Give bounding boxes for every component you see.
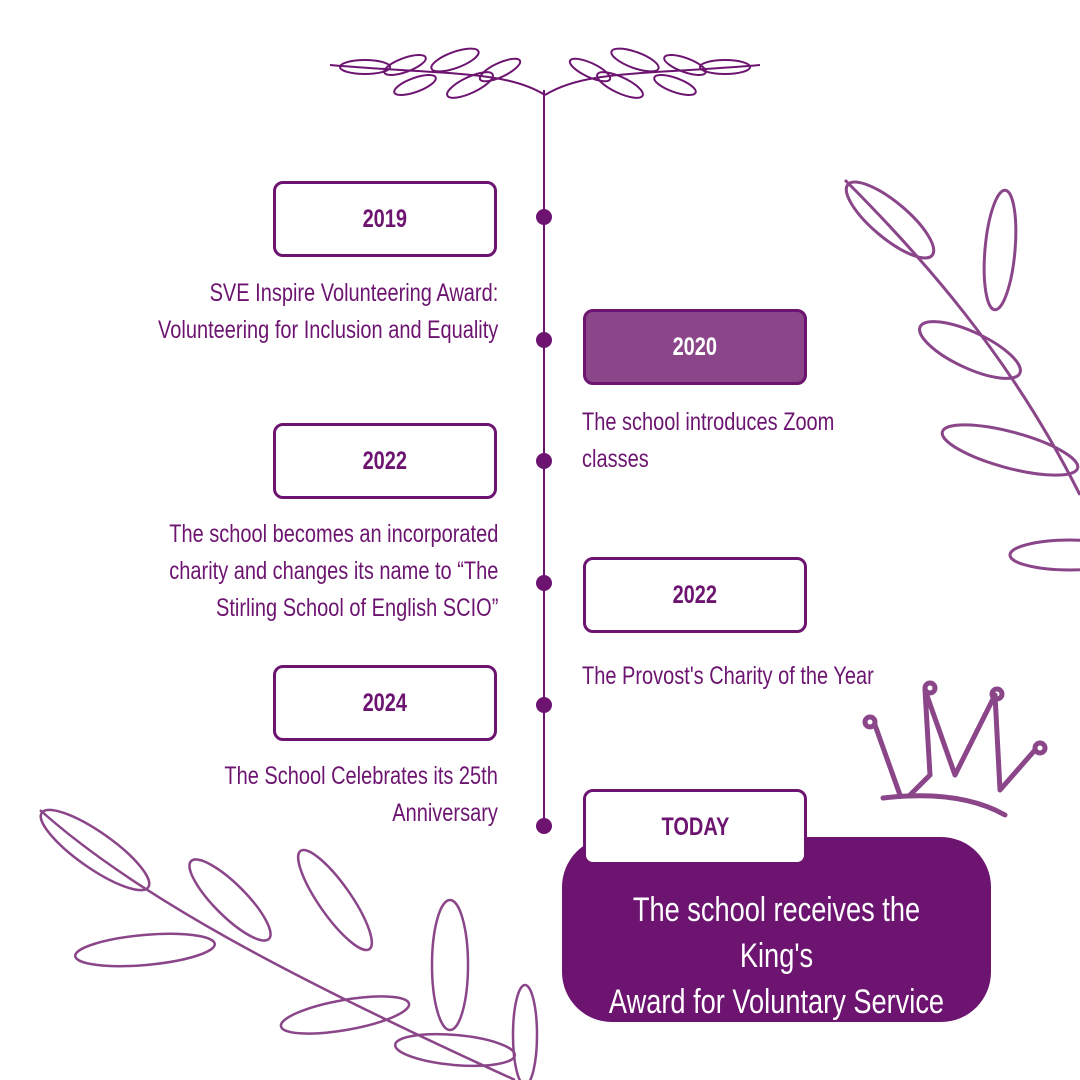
event-line: charity and changes its name to “The (168, 557, 498, 585)
today-line: The school receives the King's (632, 891, 921, 975)
event-line: Anniversary (392, 799, 498, 827)
timeline-dot (536, 453, 552, 469)
year-badge-2019: 2019 (273, 181, 497, 257)
crown-icon (862, 680, 1048, 818)
event-description: The Provost's Charity of the Year (582, 658, 947, 695)
event-line: classes (582, 445, 649, 473)
leaf-branch-icon (843, 178, 1080, 572)
event-line: Stirling School of English SCIO” (215, 594, 498, 622)
timeline-dot (536, 209, 552, 225)
year-label: 2020 (672, 332, 718, 361)
year-badge-2024: 2024 (273, 665, 497, 741)
event-line: The Provost's Charity of the Year (582, 662, 874, 690)
event-description: The school introduces Zoom classes (582, 404, 897, 478)
today-badge: TODAY (583, 789, 807, 865)
timeline-dot (536, 818, 552, 834)
leaf-branch-icon (39, 808, 539, 1080)
year-label: 2022 (672, 580, 718, 609)
event-line: The School Celebrates its 25th (224, 762, 498, 790)
year-label: 2024 (362, 688, 408, 717)
event-line: The school becomes an incorporated (168, 520, 498, 548)
year-label: 2019 (362, 204, 408, 233)
timeline-dot (536, 575, 552, 591)
event-line: SVE Inspire Volunteering Award: (209, 279, 499, 307)
event-description: SVE Inspire Volunteering Award: Volunteer… (73, 275, 498, 349)
event-description: The school becomes an incorporated charit… (87, 516, 498, 627)
event-line: Volunteering for Inclusion and Equality (157, 316, 498, 344)
timeline-dot (536, 697, 552, 713)
year-badge-2022: 2022 (273, 423, 497, 499)
year-label: 2022 (362, 446, 408, 475)
event-line: The school introduces Zoom (582, 408, 835, 436)
today-label: TODAY (661, 812, 729, 841)
timeline-dot (536, 332, 552, 348)
today-line: Award for Voluntary Service (608, 983, 945, 1021)
year-badge-2022-provost: 2022 (583, 557, 807, 633)
laurel-branch-icon (329, 42, 761, 100)
year-badge-2020: 2020 (583, 309, 807, 385)
